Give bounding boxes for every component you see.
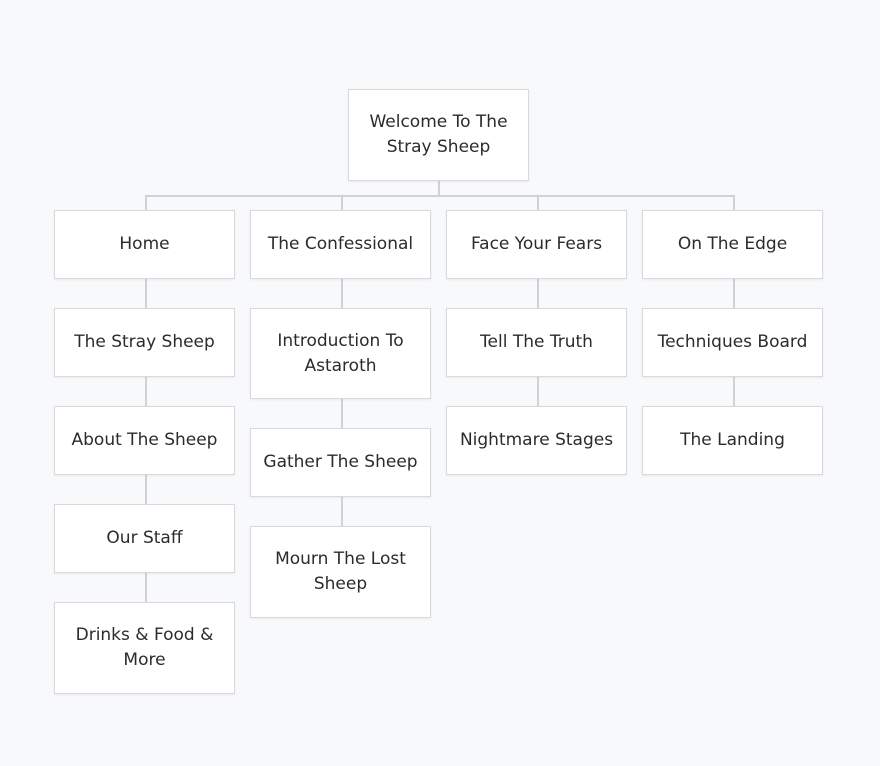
node-label: The Stray Sheep — [74, 332, 215, 352]
node-the-confessional[interactable]: The Confessional — [250, 210, 431, 279]
connector-home-1 — [145, 278, 147, 308]
node-label: Mourn The Lost Sheep — [275, 549, 406, 594]
connector-home-2 — [145, 376, 147, 406]
connector-horizontal-bus — [145, 195, 735, 197]
node-label: About The Sheep — [71, 430, 218, 450]
connector-confessional-2 — [341, 398, 343, 428]
node-techniques-board[interactable]: Techniques Board — [642, 308, 823, 377]
connector-confessional-1 — [341, 278, 343, 308]
connector-confessional-3 — [341, 496, 343, 526]
node-root-welcome[interactable]: Welcome To The Stray Sheep — [348, 89, 529, 181]
node-label: Face Your Fears — [470, 234, 603, 254]
connector-to-confessional — [341, 195, 343, 210]
node-label: Drinks & Food & More — [75, 625, 214, 670]
connector-to-home — [145, 195, 147, 210]
connector-to-on-the-edge — [733, 195, 735, 210]
node-label: Tell The Truth — [480, 332, 593, 352]
node-label: The Confessional — [267, 234, 414, 254]
node-our-staff[interactable]: Our Staff — [54, 504, 235, 573]
connector-home-3 — [145, 474, 147, 504]
node-label: Welcome To The Stray Sheep — [369, 112, 508, 157]
node-gather-the-sheep[interactable]: Gather The Sheep — [250, 428, 431, 497]
node-label: Techniques Board — [657, 332, 808, 352]
node-label: On The Edge — [677, 234, 788, 254]
node-introduction-to-astaroth[interactable]: Introduction To Astaroth — [250, 308, 431, 399]
node-label: The Landing — [680, 430, 785, 450]
node-on-the-edge[interactable]: On The Edge — [642, 210, 823, 279]
node-tell-the-truth[interactable]: Tell The Truth — [446, 308, 627, 377]
node-label: Home — [119, 234, 170, 254]
node-mourn-the-lost-sheep[interactable]: Mourn The Lost Sheep — [250, 526, 431, 618]
node-the-landing[interactable]: The Landing — [642, 406, 823, 475]
node-face-your-fears[interactable]: Face Your Fears — [446, 210, 627, 279]
node-nightmare-stages[interactable]: Nightmare Stages — [446, 406, 627, 475]
connector-fears-1 — [537, 278, 539, 308]
node-label: Introduction To Astaroth — [277, 330, 404, 376]
connector-fears-2 — [537, 376, 539, 406]
node-drinks-food-more[interactable]: Drinks & Food & More — [54, 602, 235, 694]
node-label: Gather The Sheep — [263, 452, 418, 472]
connector-to-face-your-fears — [537, 195, 539, 210]
connector-home-4 — [145, 572, 147, 602]
connector-edge-2 — [733, 376, 735, 406]
node-the-stray-sheep[interactable]: The Stray Sheep — [54, 308, 235, 377]
connector-root-down — [438, 180, 440, 196]
connector-edge-1 — [733, 278, 735, 308]
node-about-the-sheep[interactable]: About The Sheep — [54, 406, 235, 475]
node-label: Nightmare Stages — [459, 430, 614, 450]
node-home[interactable]: Home — [54, 210, 235, 279]
node-label: Our Staff — [106, 528, 183, 548]
